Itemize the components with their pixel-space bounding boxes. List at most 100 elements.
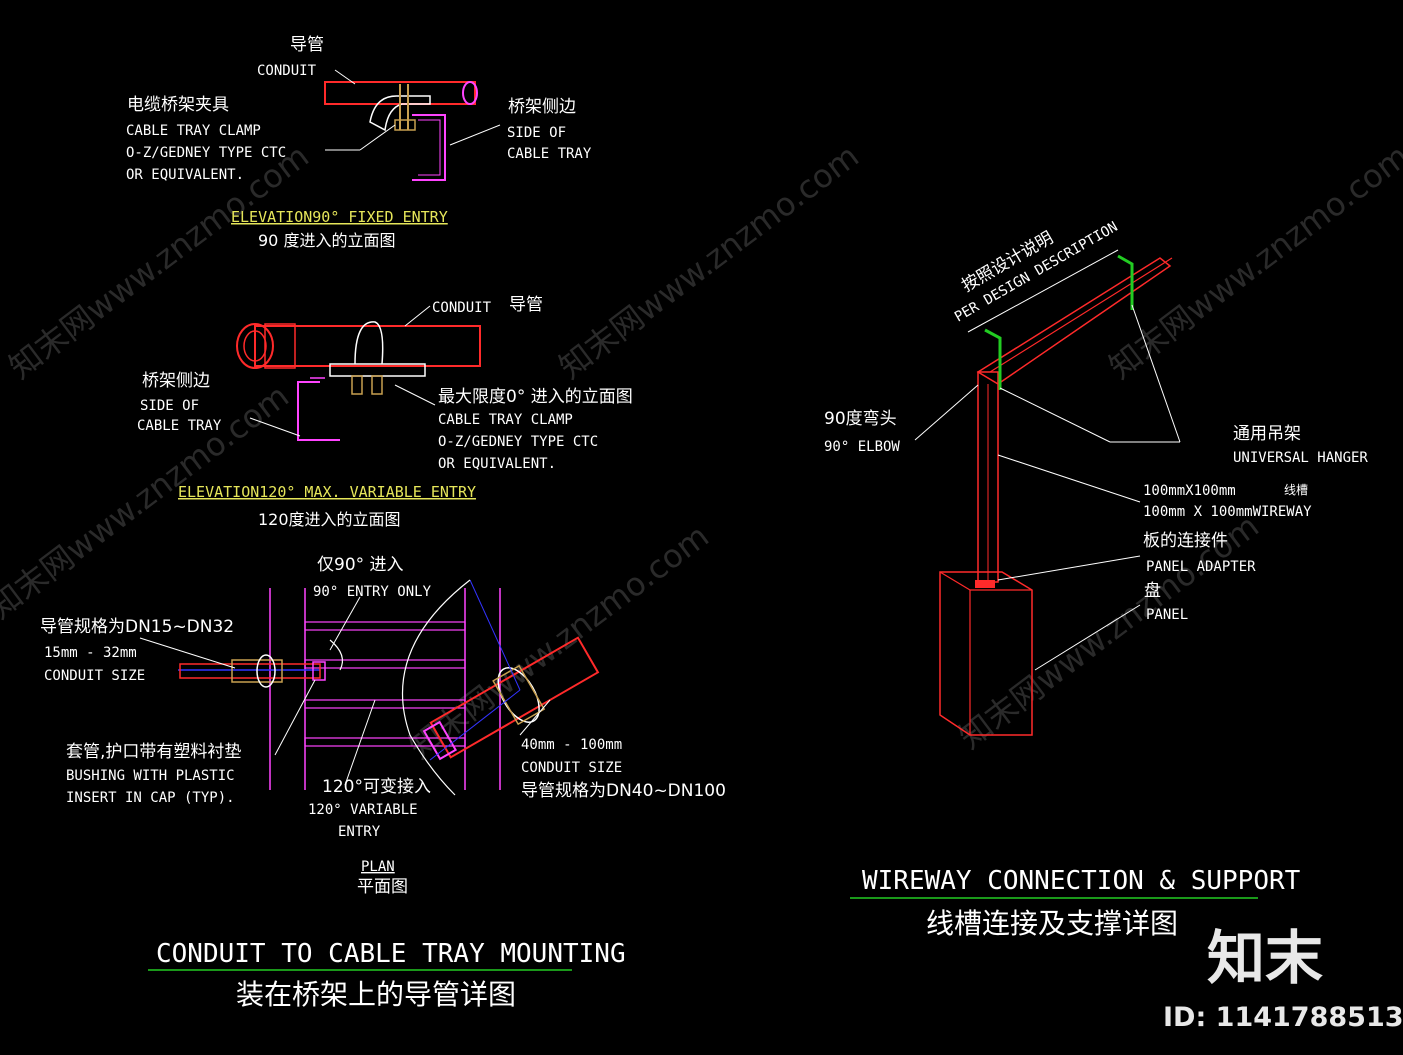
- wire-hanger-en: UNIVERSAL HANGER: [1233, 450, 1368, 466]
- brand-logo: 知末: [1207, 924, 1323, 992]
- dimension-line: [967, 249, 1119, 333]
- plan-big-cn: 导管规格为DN40~DN100: [521, 781, 726, 801]
- large-clamp-loop: [497, 667, 540, 723]
- fixed-clamp-en2: O-Z/GEDNEY TYPE CTC: [126, 145, 286, 161]
- panel-adapter: [975, 580, 995, 588]
- clamp-bolt-a: [351, 375, 363, 395]
- tray-side-2: [297, 381, 340, 441]
- wire-adapter-en: PANEL ADAPTER: [1146, 559, 1256, 575]
- var-side-en2: CABLE TRAY: [137, 418, 222, 434]
- large-conduit: [422, 636, 600, 761]
- rung-1: [304, 621, 466, 631]
- leader-hanger-2: [1131, 304, 1181, 443]
- leader-var: [344, 699, 376, 786]
- plan-bushing-en2: INSERT IN CAP (TYP).: [66, 790, 235, 806]
- var-clamp-en2: O-Z/GEDNEY TYPE CTC: [438, 434, 598, 450]
- small-bushing: [312, 661, 326, 681]
- small-conduit: [179, 663, 321, 679]
- wire-size-2: 100mm X 100mmWIREWAY: [1143, 504, 1312, 520]
- guide-line-2: [429, 689, 521, 761]
- large-clamp: [492, 664, 546, 726]
- leader-conduit-2: [404, 305, 431, 327]
- var-side-en1: SIDE OF: [140, 398, 199, 414]
- fixed-side-cn: 桥架侧边: [508, 97, 576, 117]
- wire-panel-en: PANEL: [1146, 607, 1188, 623]
- plan-big-en2: CONDUIT SIZE: [521, 760, 622, 776]
- watermark-2: 知末网www.znzmo.com: [552, 137, 866, 387]
- fixed-title-en: ELEVATION90° FIXED ENTRY: [231, 208, 448, 226]
- conduit-pipe-2: [254, 325, 481, 367]
- var-conduit-cn: 导管: [509, 295, 543, 315]
- wire-hanger-cn: 通用吊架: [1233, 424, 1301, 444]
- fixed-clamp-cn: 电缆桥架夹具: [127, 95, 229, 115]
- hanger-1: [984, 328, 1002, 390]
- wireway-horizontal: [976, 257, 1172, 385]
- mounting-title-en: CONDUIT TO CABLE TRAY MOUNTING: [156, 939, 626, 969]
- fixed-side-en1: SIDE OF: [507, 125, 566, 141]
- plan-big-en1: 40mm - 100mm: [521, 737, 622, 753]
- wire-elbow-cn: 90度弯头: [824, 409, 897, 429]
- conduit-end-inner: [243, 330, 267, 362]
- wire-title-cn: 线槽连接及支撑详图: [926, 907, 1178, 940]
- wire-size-1: 100mmX100mm: [1143, 483, 1236, 499]
- plan-only-en: 90° ENTRY ONLY: [313, 584, 432, 600]
- plan-size-cn: 导管规格为DN15~DN32: [40, 617, 234, 637]
- leader-side: [449, 124, 501, 146]
- var-clamp-cn: 最大限度0° 进入的立面图: [438, 387, 633, 407]
- plan-var-cn: 120°可变接入: [322, 777, 431, 797]
- leader-size: [139, 637, 236, 669]
- plan-bushing-cn: 套管,护口带有塑料衬垫: [66, 742, 241, 762]
- plan-var-en2: ENTRY: [338, 824, 381, 840]
- rung-4: [304, 737, 466, 747]
- var-clamp-en3: OR EQUIVALENT.: [438, 456, 556, 472]
- panel-top-left: [939, 571, 971, 591]
- plan-only-cn: 仅90° 进入: [317, 555, 404, 575]
- watermark-5: 知末网www.znzmo.com: [402, 517, 716, 767]
- leader-elbow: [914, 384, 979, 441]
- rung-2: [304, 659, 466, 669]
- var-title-cn: 120度进入的立面图: [258, 510, 401, 529]
- fixed-title-cn: 90 度进入的立面图: [258, 231, 395, 250]
- small-clamp: [231, 659, 283, 683]
- clamp-body: [369, 95, 431, 132]
- leader-hanger-1: [999, 387, 1111, 443]
- wire-panel-cn: 盘: [1144, 581, 1161, 601]
- conduit-end: [462, 81, 478, 105]
- mounting-title-cn: 装在桥架上的导管详图: [236, 978, 516, 1011]
- plan-size-en1: 15mm - 32mm: [44, 645, 137, 661]
- wireway-edge: [989, 257, 1173, 373]
- leader-big: [519, 699, 551, 736]
- brand-mark: 知末 ID: 1141788513: [1163, 924, 1403, 1033]
- fixed-arc: [329, 639, 343, 671]
- fixed-entry-detail: 导管 CONDUIT 电缆桥架夹具 CABLE TRAY CLAMP O-Z/G…: [126, 35, 592, 250]
- mounting-title: CONDUIT TO CABLE TRAY MOUNTING 装在桥架上的导管详…: [148, 939, 626, 1011]
- plan-var-en1: 120° VARIABLE: [308, 802, 418, 818]
- clamp-nut: [394, 119, 416, 131]
- fixed-clamp-en3: OR EQUIVALENT.: [126, 167, 244, 183]
- leader-only: [329, 596, 361, 651]
- panel-box: [939, 571, 1033, 736]
- var-conduit-en: CONDUIT: [432, 300, 492, 316]
- large-bushing: [422, 720, 458, 761]
- leader-conduit: [334, 69, 356, 85]
- wireway-detail: 按照设计说明 PER DESIGN DESCRIPTION 90度弯头 90° …: [824, 219, 1368, 940]
- var-clamp-en1: CABLE TRAY CLAMP: [438, 412, 573, 428]
- var-title-en: ELEVATION120° MAX. VARIABLE ENTRY: [178, 483, 476, 501]
- plan-title-cn: 平面图: [357, 877, 408, 897]
- wire-elbow-en: 90° ELBOW: [824, 439, 900, 455]
- plan-detail: 仅90° 进入 90° ENTRY ONLY 导管规格为DN15~DN32 15…: [40, 555, 726, 897]
- guide-line-1: [469, 579, 521, 691]
- wire-size-cn: 线槽: [1284, 483, 1308, 497]
- plan-title-en: PLAN: [361, 859, 395, 875]
- variable-entry-detail: CONDUIT 导管 桥架侧边 SIDE OF CABLE TRAY 最大限度0…: [137, 295, 633, 529]
- image-id: ID: 1141788513: [1163, 1002, 1403, 1033]
- leader-bushing: [274, 679, 316, 756]
- leader-clamp-2: [359, 124, 396, 151]
- leader-adapter: [997, 555, 1141, 581]
- fixed-clamp-en1: CABLE TRAY CLAMP: [126, 123, 261, 139]
- leader-panel: [1034, 604, 1141, 671]
- wire-adapter-cn: 板的连接件: [1143, 531, 1228, 551]
- hanger-2: [1117, 254, 1134, 310]
